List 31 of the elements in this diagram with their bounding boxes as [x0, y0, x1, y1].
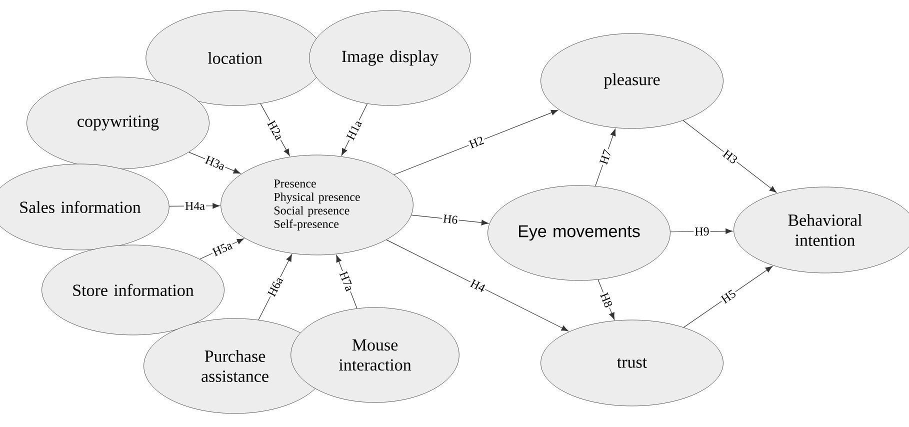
edge-label: H2 [466, 134, 486, 150]
ellipse-node: trust [540, 320, 724, 406]
arrow [394, 110, 558, 176]
edge-label: H4 [468, 278, 488, 294]
arrow [682, 120, 777, 193]
edge-label: H9 [694, 226, 710, 237]
edge-label: H5a [210, 240, 234, 258]
arrow [595, 128, 616, 186]
ellipse-node: Eye movements [488, 185, 670, 281]
arrow [386, 240, 569, 332]
ellipse-node: location [146, 10, 324, 106]
edge-label: H7a [338, 269, 356, 294]
arrow [670, 228, 733, 234]
edge-label: H1a [344, 118, 364, 142]
ellipse-node: pleasure [540, 33, 724, 129]
arrow [411, 214, 489, 226]
edge-label: H5 [718, 288, 738, 306]
arrow [598, 279, 615, 320]
edge-label: H4a [184, 200, 206, 212]
ellipse-node: Image display [309, 10, 471, 106]
edge-label: H3 [720, 148, 740, 166]
ellipse-node: Mouse interaction [290, 307, 460, 403]
edge-label: H8 [598, 290, 614, 310]
edge-label: H6 [442, 213, 460, 226]
edge-label: H2a [266, 118, 286, 142]
edge-label: H6a [266, 274, 285, 299]
arrow [683, 266, 773, 328]
ellipse-node: Behavioral intention [734, 186, 909, 274]
edge-label: H3a [203, 154, 228, 172]
arrow [169, 203, 220, 209]
edge-label: H7 [598, 148, 613, 166]
